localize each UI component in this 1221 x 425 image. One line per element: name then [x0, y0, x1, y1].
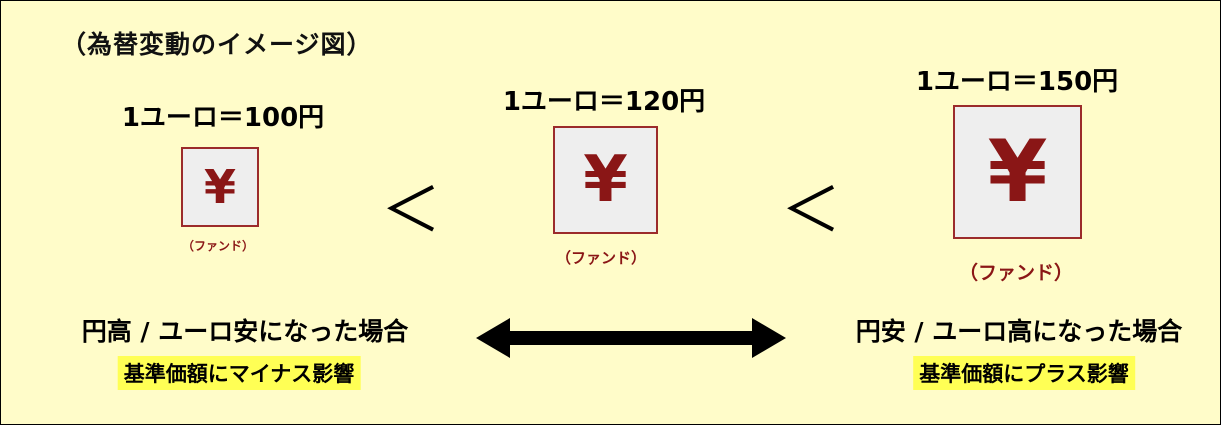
double-arrow-icon	[476, 318, 786, 358]
yen-icon: ¥	[203, 160, 236, 214]
rate-label-100: 1ユーロ＝100円	[121, 103, 325, 133]
left-case-label: 円高 / ユーロ安になった場合	[81, 317, 409, 346]
yen-icon: ¥	[583, 143, 628, 217]
rate-label-150: 1ユーロ＝150円	[915, 67, 1119, 97]
yen-box-medium: ¥	[553, 126, 658, 234]
rate-label-120: 1ユーロ＝120円	[502, 87, 706, 117]
left-impact-badge: 基準価額にマイナス影響	[117, 356, 361, 390]
yen-box-large: ¥	[953, 105, 1082, 239]
yen-icon: ¥	[987, 122, 1048, 222]
less-than-sign-2: ＜	[781, 176, 841, 246]
yen-box-small: ¥	[181, 147, 259, 227]
fund-label-large: （ファンド）	[958, 262, 1074, 284]
right-impact-badge: 基準価額にプラス影響	[913, 356, 1135, 390]
fund-label-medium: （ファンド）	[555, 249, 647, 267]
less-than-sign-1: ＜	[381, 176, 441, 246]
fund-label-small: （ファンド）	[181, 239, 255, 253]
right-case-label: 円安 / ユーロ高になった場合	[855, 317, 1183, 346]
diagram-title: （為替変動のイメージ図）	[61, 30, 373, 59]
